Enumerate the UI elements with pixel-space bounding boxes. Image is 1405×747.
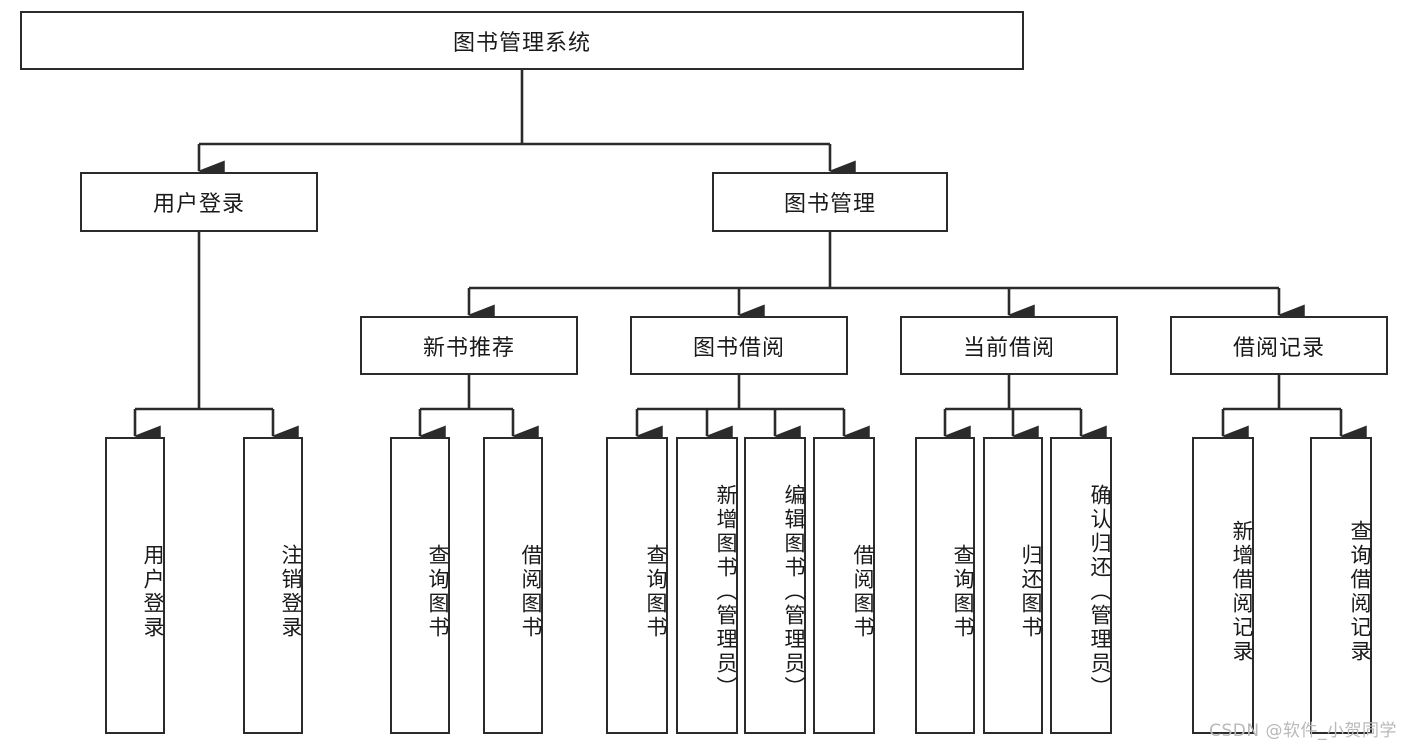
node-leaf-user-login[interactable]: 用户登录 (105, 437, 165, 734)
node-leaf-bo-edit[interactable]: 编辑图书（管理员） (744, 437, 806, 734)
node-label: 查询借阅记录 (1348, 519, 1372, 664)
node-label: 新增借阅记录 (1230, 519, 1254, 664)
node-label: 图书管理 (783, 192, 876, 217)
node-records[interactable]: 借阅记录 (1170, 316, 1388, 375)
node-label: 编辑图书（管理员） (782, 483, 806, 700)
node-current[interactable]: 当前借阅 (900, 316, 1118, 375)
node-label: 借阅图书 (519, 543, 543, 640)
node-label: 注销登录 (279, 543, 303, 640)
watermark-label: CSDN @软件_小贺同学 (1209, 721, 1397, 741)
node-label: 用户登录 (152, 192, 245, 217)
node-leaf-bo-query[interactable]: 查询图书 (606, 437, 668, 734)
node-label: 新书推荐 (422, 335, 515, 361)
node-root[interactable]: 图书管理系统 (20, 11, 1024, 70)
node-borrow[interactable]: 图书借阅 (630, 316, 848, 375)
node-leaf-nb-query[interactable]: 查询图书 (390, 437, 450, 734)
node-label: 查询图书 (426, 543, 450, 640)
node-label: 用户登录 (141, 543, 165, 640)
node-leaf-re-query[interactable]: 查询借阅记录 (1310, 437, 1372, 734)
node-leaf-bo-add[interactable]: 新增图书（管理员） (676, 437, 738, 734)
node-leaf-bo-borrow[interactable]: 借阅图书 (813, 437, 875, 734)
node-label: 图书借阅 (692, 335, 785, 361)
node-label: 借阅记录 (1232, 335, 1325, 361)
node-label: 查询图书 (951, 543, 975, 640)
node-leaf-cu-query[interactable]: 查询图书 (915, 437, 975, 734)
node-newbook[interactable]: 新书推荐 (360, 316, 578, 375)
node-label: 借阅图书 (851, 543, 875, 640)
node-leaf-cu-return[interactable]: 归还图书 (983, 437, 1043, 734)
node-bookmgmt[interactable]: 图书管理 (712, 172, 948, 232)
node-label: 当前借阅 (962, 335, 1055, 361)
node-label: 新增图书（管理员） (714, 483, 738, 700)
node-login[interactable]: 用户登录 (80, 172, 318, 232)
node-label: 归还图书 (1019, 543, 1043, 640)
node-label: 图书管理系统 (452, 30, 591, 56)
node-leaf-user-logout[interactable]: 注销登录 (243, 437, 303, 734)
node-leaf-re-add[interactable]: 新增借阅记录 (1192, 437, 1254, 734)
node-label: 查询图书 (644, 543, 668, 640)
node-leaf-cu-confirm[interactable]: 确认归还（管理员） (1050, 437, 1112, 734)
node-leaf-nb-borrow[interactable]: 借阅图书 (483, 437, 543, 734)
node-label: 确认归还（管理员） (1088, 483, 1112, 700)
